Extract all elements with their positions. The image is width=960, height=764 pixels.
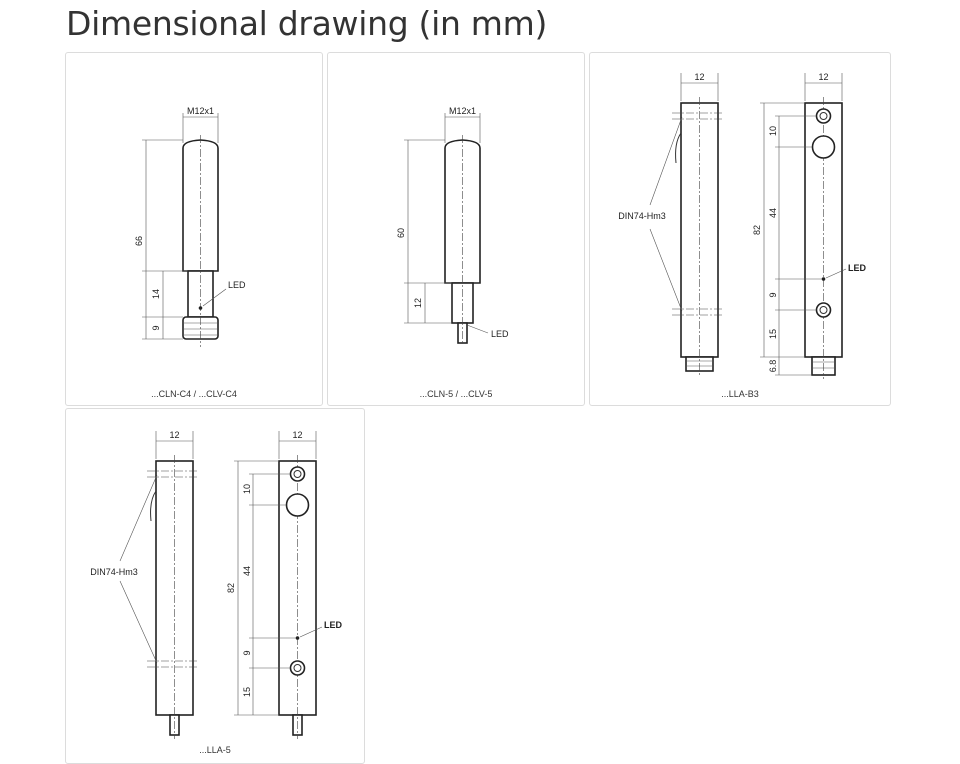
d10-label: 10: [768, 126, 778, 136]
d9-label: 9: [242, 650, 252, 655]
drawing-card-cln-5: M12x1 LED 60 12 ...CLN-5 / ...CLV-5: [327, 52, 585, 406]
card-caption: ...CLN-5 / ...CLV-5: [419, 389, 493, 399]
d15-label: 15: [768, 329, 778, 339]
drawing-card-lla-b3: 12 DIN74-Hm3 12 LED: [589, 52, 891, 406]
led-label: LED: [491, 329, 509, 339]
led-dot: [821, 277, 826, 281]
drawing-cln-5: M12x1 LED 60 12: [396, 106, 509, 345]
sensing-face: [285, 493, 310, 517]
width-front-label: 12: [818, 72, 828, 82]
total-label: 82: [752, 225, 762, 235]
mount-hole-top: [815, 108, 832, 124]
mid-label: 14: [151, 289, 161, 299]
card-caption: ...LLA-B3: [721, 389, 759, 399]
din-label: DIN74-Hm3: [618, 211, 666, 221]
sensing-face: [811, 135, 836, 159]
drawing-card-lla-5: 12 DIN74-Hm3 12 LED: [65, 408, 365, 764]
width-side-label: 12: [169, 430, 179, 440]
mount-hole-bottom: [815, 302, 832, 318]
drawing-lla-5: 12 DIN74-Hm3 12 LED: [90, 430, 343, 739]
length-label: 60: [396, 228, 406, 238]
led-label: LED: [848, 263, 867, 273]
drawing-card-cln-c4: M12x1 LED 66 14 9 ...CLN-C4 / ...CLV-C4: [65, 52, 323, 406]
card-caption: ...CLN-C4 / ...CLV-C4: [151, 389, 237, 399]
din-label: DIN74-Hm3: [90, 567, 138, 577]
drawing-cln-c4: M12x1 LED 66 14 9: [134, 106, 246, 347]
page-title: Dimensional drawing (in mm): [66, 4, 548, 43]
drawing-lla-b3: 12 DIN74-Hm3 12 LED: [618, 72, 867, 379]
d10-label: 10: [242, 484, 252, 494]
bottom-label: 12: [413, 298, 423, 308]
card-caption: ...LLA-5: [199, 745, 231, 755]
d9-label: 9: [768, 292, 778, 297]
d68-label: 6.8: [768, 360, 778, 373]
thread-label: M12x1: [449, 106, 476, 116]
mount-hole-bottom: [289, 660, 306, 676]
led-dot: [198, 306, 203, 310]
d15-label: 15: [242, 687, 252, 697]
led-label: LED: [324, 620, 343, 630]
d44-label: 44: [768, 208, 778, 218]
width-front-label: 12: [292, 430, 302, 440]
bottom-label: 9: [151, 325, 161, 330]
thread-label: M12x1: [187, 106, 214, 116]
total-label: 82: [226, 583, 236, 593]
d44-label: 44: [242, 566, 252, 576]
width-side-label: 12: [694, 72, 704, 82]
mount-hole-top: [289, 466, 306, 482]
led-dot: [295, 636, 300, 640]
led-label: LED: [228, 280, 246, 290]
length-label: 66: [134, 236, 144, 246]
